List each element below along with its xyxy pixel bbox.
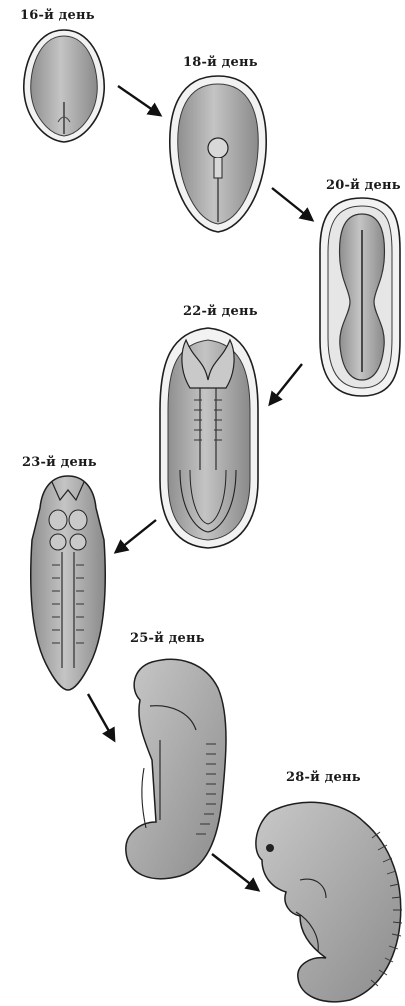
arrow-22-to-23 [116,520,156,552]
arrow-23-to-25 [88,694,114,740]
embryo-day23 [31,476,105,690]
embryo-day18 [170,76,266,232]
arrow-16-to-18 [118,86,160,115]
embryo-day20 [320,198,400,396]
arrow-25-to-28 [212,854,258,890]
arrow-18-to-20 [272,188,312,220]
embryo-day28 [256,802,402,1001]
arrow-20-to-22 [270,364,302,404]
embryo-day22 [160,328,258,548]
embryo-day16 [24,30,104,142]
embryo-day25 [126,659,226,878]
